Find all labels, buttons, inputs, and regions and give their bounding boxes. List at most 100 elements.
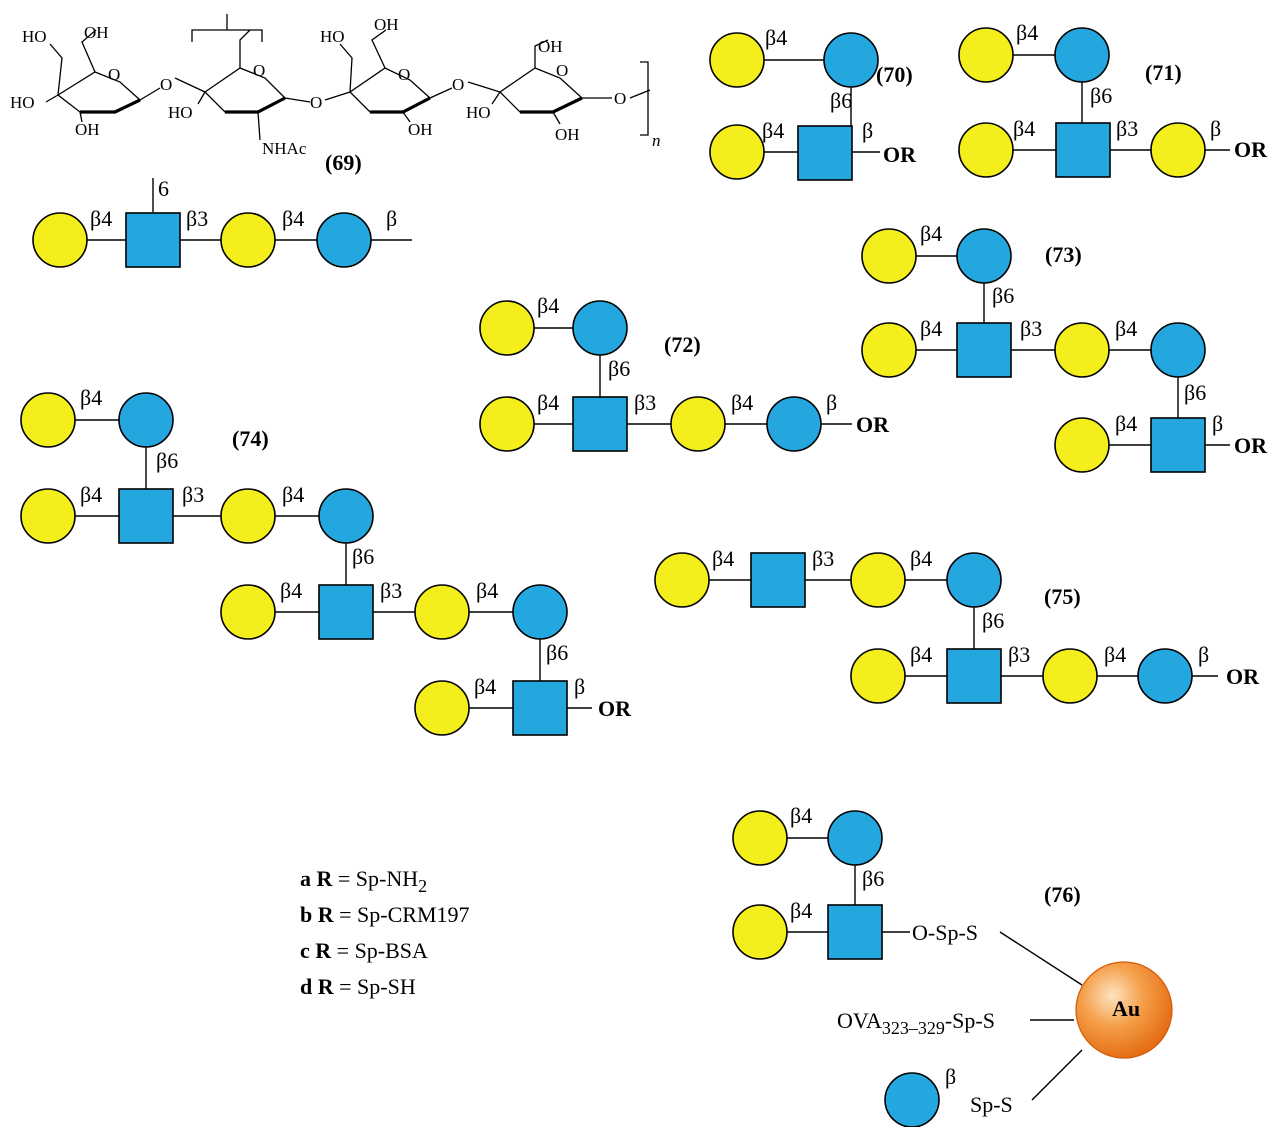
galactose [1042,648,1098,704]
glucose [884,1072,940,1127]
r-def-a: a R = Sp-NH2 [300,866,427,896]
linkage-label: β4 [90,206,112,231]
galactose [414,584,470,640]
linkage-label: β3 [1008,642,1030,667]
galactose [958,122,1014,178]
c76-sp-s: Sp-S [970,1092,1013,1117]
r-def-letter: b [300,902,312,927]
c69-oh-6: OH [555,125,580,144]
galactose [414,680,470,736]
compound-label-75: (75) [1044,584,1081,609]
glcnac [118,488,174,544]
galactose [861,228,917,284]
glucose [1054,27,1110,83]
linkage-label: β [945,1064,956,1089]
r-definitions: a R = Sp-NH2 b R = Sp-CRM197 c R = Sp-BS… [300,866,470,999]
galactose [32,212,88,268]
c69-nhac: NHAc [262,139,307,158]
linkage-label: β3 [380,578,402,603]
linkage-label: β4 [80,482,102,507]
compound-74 [20,392,592,736]
glcnac [797,125,853,181]
compound-76 [732,810,1173,1127]
linkage-label: β [1198,642,1209,667]
galactose [20,488,76,544]
glcnac [1055,122,1111,178]
galactose [654,552,710,608]
galactose [1054,322,1110,378]
glcnac [946,648,1002,704]
c69-o-link3: O [452,75,464,94]
linkage-label: β3 [182,482,204,507]
glcnac [1150,417,1206,473]
compound-label-71: (71) [1145,60,1182,85]
linkage-label: β6 [352,544,374,569]
glucose [956,228,1012,284]
glcnac [827,904,883,960]
galactose [732,810,788,866]
linkage-label: β4 [280,578,302,603]
galactose [709,124,765,180]
glcnac [125,212,181,268]
linkage-label: β4 [476,578,498,603]
glucose [823,32,879,88]
linkage-label: β6 [156,448,178,473]
compound-label-76: (76) [1044,882,1081,907]
glcnac [512,680,568,736]
glucose [1150,322,1206,378]
glucose [316,212,372,268]
repeat-unit-fragment [32,178,412,268]
linkage-label: 6 [158,176,169,201]
r-def-d: d R = Sp-SH [300,974,416,999]
linkage-label: β4 [790,803,812,828]
r-def-r: R [318,974,335,999]
galactose [670,396,726,452]
c69-oh-5: OH [538,37,563,56]
compound-label-73: (73) [1045,242,1082,267]
compound-number-75: 75 [1051,584,1073,609]
r-def-value: = Sp-BSA [331,938,428,963]
compound-number-74: 74 [239,426,261,451]
glucose [512,584,568,640]
linkage-label: β3 [1020,316,1042,341]
aglycone-or: OR [1234,137,1268,162]
glcnac [750,552,806,608]
glucose [572,300,628,356]
aglycone-or: OR [1234,433,1268,458]
c69-oh-4: OH [408,120,433,139]
compound-75 [654,552,1218,704]
linkage-label: β6 [546,640,568,665]
compound-number-71: 71 [1152,60,1174,85]
c76-ova-tail: -Sp-S [945,1008,995,1033]
linkage-label: β [826,390,837,415]
r-def-c: c R = Sp-BSA [300,938,428,963]
galactose [20,392,76,448]
glucose [946,552,1002,608]
galactose [732,904,788,960]
compound-69-structure [45,14,651,141]
compound-number-76: 76 [1051,882,1073,907]
galactose [479,396,535,452]
linkage-label: β4 [712,546,734,571]
linkage-label: β4 [790,898,812,923]
c76-ova: OVA [837,1008,882,1033]
compound-label-72: (72) [664,332,701,357]
linkage-label: β4 [282,482,304,507]
compound-number-73: 73 [1052,242,1074,267]
linkage-label: β4 [731,390,753,415]
linkage-label: β4 [1013,116,1035,141]
linkage-label: β [1210,116,1221,141]
linkage-label: β4 [920,316,942,341]
galactose [709,32,765,88]
linkage-label: β4 [920,221,942,246]
compound-73 [861,228,1230,473]
galactose [479,300,535,356]
r-def-r: R [315,938,332,963]
linkage-label: β6 [1090,83,1112,108]
glucose [318,488,374,544]
compound-number-72: 72 [671,332,693,357]
r-def-value: = Sp-SH [334,974,416,999]
c69-ho-2: HO [10,93,35,112]
linkage-label: β4 [80,385,102,410]
